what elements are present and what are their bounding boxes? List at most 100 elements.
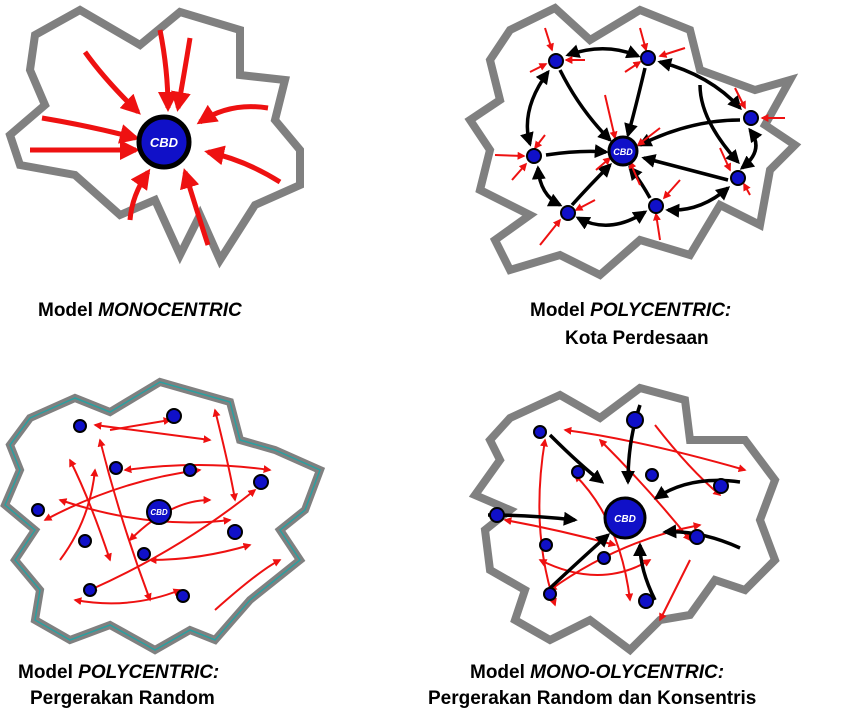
red-arrow <box>538 559 652 576</box>
sub-center-node <box>533 425 547 439</box>
red-inflow-arrows <box>494 27 785 246</box>
random-movement-arrows <box>43 408 282 611</box>
cbd-node <box>607 135 639 167</box>
caption-polycentric-random: Model POLYCENTRIC: <box>18 662 219 683</box>
red-arrow <box>212 408 238 502</box>
caption-mono-polycentric-sub: Pergerakan Random dan Konsentris <box>428 688 756 709</box>
sub-center-node <box>83 583 97 597</box>
red-arrow <box>109 417 172 431</box>
black-arrow <box>739 127 763 170</box>
red-arrow <box>639 27 649 52</box>
red-arrow <box>574 199 596 211</box>
black-arrow <box>548 433 605 484</box>
sub-center-node <box>597 551 611 565</box>
red-arrow <box>93 421 212 444</box>
cbd-node <box>146 499 172 525</box>
red-arrow <box>41 115 140 144</box>
red-arrow <box>511 162 528 181</box>
black-arrow <box>624 67 647 138</box>
sub-center-node <box>571 465 585 479</box>
caption-prefix: Model <box>530 300 590 321</box>
sub-centers <box>489 411 729 609</box>
red-arrow <box>659 559 691 622</box>
red-arrow <box>719 147 731 172</box>
sub-center-node <box>560 205 576 221</box>
sub-center-node <box>640 50 656 66</box>
red-arrow <box>529 63 548 73</box>
black-arrow <box>558 69 612 142</box>
black-arrow <box>657 58 742 111</box>
cbd-label: CBD <box>150 508 168 517</box>
caption-polycentric-rural: Model POLYCENTRIC: <box>530 300 731 321</box>
sub-center-node <box>638 593 654 609</box>
sub-center-node <box>489 507 505 523</box>
caption-model-name: POLYCENTRIC: <box>590 300 731 321</box>
caption-mono-polycentric: Model MONO-OLYCENTRIC: <box>470 662 724 683</box>
red-arrow <box>628 160 641 186</box>
red-arrow <box>73 588 182 606</box>
panel-polycentric-random: CBD <box>0 377 326 655</box>
cbd-node <box>136 114 192 170</box>
red-arrow <box>658 47 686 58</box>
caption-model-name: MONOCENTRIC <box>98 300 242 321</box>
sub-centers <box>526 50 759 221</box>
sub-center-node <box>253 474 269 490</box>
sub-center-node <box>626 411 644 429</box>
black-arrow <box>545 144 609 159</box>
sub-center-node <box>176 589 190 603</box>
red-arrow <box>214 559 282 611</box>
black-arrow <box>531 165 563 207</box>
red-arrow <box>539 218 561 246</box>
black-arrow <box>633 542 657 601</box>
caption-model-name: MONO-OLYCENTRIC: <box>530 662 724 683</box>
inflow-arrows <box>29 29 282 246</box>
panel-polycentric-rural: CBD <box>464 3 802 280</box>
red-arrow <box>180 168 211 246</box>
sub-center-node <box>526 148 542 164</box>
caption-prefix: Model <box>18 662 78 683</box>
sub-center-node <box>743 110 759 126</box>
sub-center-node <box>78 534 92 548</box>
red-arrow <box>544 27 554 52</box>
cbd-label: CBD <box>613 147 633 157</box>
sub-center-node <box>730 170 746 186</box>
red-arrow <box>595 156 612 171</box>
red-arrow <box>204 145 282 185</box>
cbd-label: CBD <box>614 514 636 525</box>
red-arrow <box>662 179 681 200</box>
black-arrow <box>637 118 741 147</box>
cbd-label: CBD <box>150 135 179 150</box>
caption-monocentric: Model MONOCENTRIC <box>38 300 242 321</box>
red-arrow <box>123 464 272 474</box>
sub-centers <box>31 408 269 603</box>
black-arrow <box>565 44 641 59</box>
red-arrow <box>743 182 751 196</box>
red-arrow <box>734 87 746 110</box>
red-arrow <box>196 104 269 125</box>
sub-center-node <box>166 408 182 424</box>
sub-center-node <box>648 198 664 214</box>
red-arrow <box>148 543 252 564</box>
caption-polycentric-rural-sub: Kota Perdesaan <box>565 328 709 349</box>
caption-prefix: Model <box>470 662 530 683</box>
panel-mono-polycentric: CBD <box>468 383 780 656</box>
sub-center-node <box>539 538 553 552</box>
sub-center-node <box>31 503 45 517</box>
red-arrow <box>59 468 99 561</box>
black-arrow <box>628 165 652 199</box>
red-arrow <box>604 94 618 140</box>
sub-center-node <box>183 463 197 477</box>
red-arrow <box>624 61 642 73</box>
red-arrow <box>171 37 193 112</box>
city-boundary-edge <box>4 381 321 651</box>
sub-center-node <box>543 587 557 601</box>
cbd-node <box>603 496 647 540</box>
red-arrow <box>82 50 141 115</box>
black-arrow <box>653 478 741 500</box>
sub-center-node <box>713 478 729 494</box>
caption-prefix: Model <box>38 300 98 321</box>
red-arrow <box>494 151 526 160</box>
sub-center-node <box>227 524 243 540</box>
sub-center-node <box>73 419 87 433</box>
